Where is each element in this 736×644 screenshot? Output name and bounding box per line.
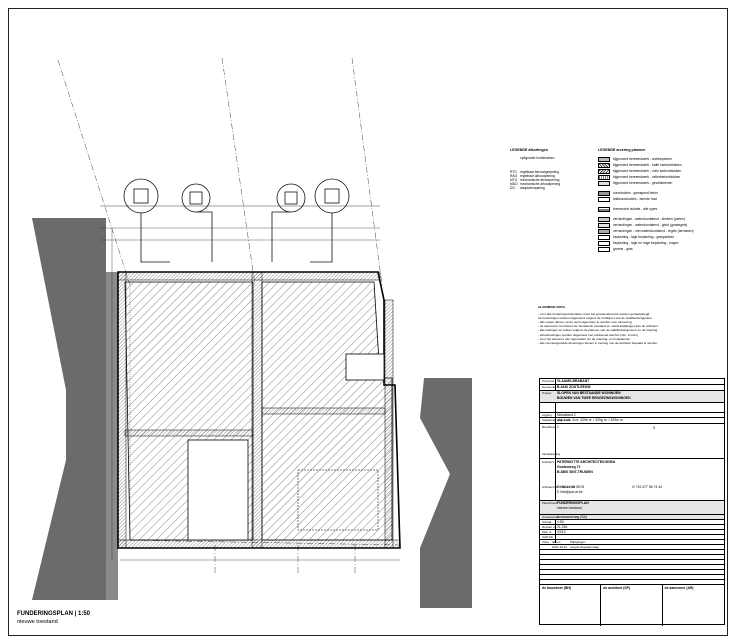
legend-hatch-row: balkkonstructies - beerde hout — [598, 196, 657, 202]
drawing-title: FUNDERINGSPLAN | 1:50 — [17, 611, 91, 617]
drainage-pipes — [100, 205, 380, 263]
general-notes: ALGEMENE NOTA - voor alle funderingsonde… — [538, 305, 718, 345]
tb-row-bouwheer: Bouwheer 1 handtekening S — [540, 424, 724, 459]
tb-row-fase: Ontwerpfase bouwaanvraag (BA) — [540, 515, 724, 520]
tb-row-spacer — [540, 403, 724, 413]
tb-revision-row-empty — [540, 575, 724, 580]
tb-row-provincie: Provincie VLAAMS-BRABANT — [540, 379, 724, 385]
notes-line: - alle leidingen en putten volgens de pl… — [538, 328, 658, 333]
tb-row-kadaster: Kadastrale gegevens afd. 1 sie. A nr. 42… — [540, 418, 724, 424]
tb-revision-row-empty — [540, 580, 724, 585]
legend-swatch — [598, 240, 610, 246]
tb-row-schaal: Schaal 1:50 — [540, 520, 724, 525]
tb-row-cad: CAD-file — [540, 535, 724, 540]
legend-abbr-code: MAO — [510, 182, 518, 186]
sump-pit — [297, 469, 379, 531]
tb-revision-row-empty — [540, 560, 724, 565]
title-block: Provincie VLAAMS-BRABANT Gemeente B-3440… — [539, 378, 725, 626]
notes-line: - de aannemer controleert de bestaande t… — [538, 324, 658, 329]
legend-hatch-row: thermische isolatie - alle types — [598, 206, 657, 212]
tb-row-ligging: Ligging Nieuwland 2 — [540, 413, 724, 418]
legend-swatch — [598, 180, 610, 186]
legend-abbreviations-header: LEGENDE afkortingen — [510, 148, 548, 152]
tb-bouwheer-mark: S — [653, 426, 656, 430]
legend-hatch-row: verhardingen - niet waterdoorlatend - te… — [598, 228, 694, 234]
tb-revision-row-empty — [540, 555, 724, 560]
legend-swatch — [598, 222, 610, 228]
legend-abbr-code: RAO — [510, 174, 518, 178]
tb-revision-row-empty — [540, 565, 724, 570]
signature-aannemer: de aannemer (AR) — [664, 586, 694, 590]
legend-swatch — [598, 228, 610, 234]
legend-swatch — [598, 206, 610, 212]
tb-row-architect: Architect PATERNOTTE ARCHITECTEN BVBA Go… — [540, 459, 724, 501]
legend-swatch — [598, 174, 610, 180]
legend-abbr-item: regelbaar alhoudpening — [520, 174, 555, 178]
legend-hatch-row: beplanting - lage en hoge beplanting - h… — [598, 240, 678, 246]
signature-bouwheer: de bouwheer (BH) — [540, 585, 602, 626]
legend-swatch — [598, 162, 610, 168]
legend-abbr-item: opfiguratie hoekmarken — [520, 156, 555, 160]
neighbour-building-right — [420, 378, 472, 608]
neighbour-building-left — [32, 218, 106, 600]
legend-hatch-row: bijgevoerd bereemdwerk - cellenbetonblok… — [598, 174, 680, 180]
tb-revision-header: index datum Wijzigingen — [540, 540, 724, 545]
legend-swatch — [598, 190, 610, 196]
tb-row-plan: Planinhoud FUNDERINGSPLAN nieuwe toestan… — [540, 501, 724, 515]
foundation-beams — [117, 271, 401, 549]
legend-abbr-code: RTO — [510, 170, 517, 174]
tb-row-project: Project SLOPEN VAN BESTAANDE WONINGEN BO… — [540, 391, 724, 403]
tb-row-dossier: Dossier nr 21.264 — [540, 525, 724, 530]
legend-swatch — [598, 234, 610, 240]
legend-hatch-row: groene - gras — [598, 246, 633, 252]
signature-architect: de architect (SP) — [601, 585, 663, 626]
legend-hatch-row: bijgevoerd bereemdwerk - snelbeperken — [598, 156, 672, 162]
legend-hatch-row: verhardingen - waterdoorlatend - klinker… — [598, 216, 685, 222]
legend-swatch — [598, 216, 610, 222]
legend-swatch — [598, 156, 610, 162]
legend-abbr-code: DO — [510, 186, 515, 190]
legend-abbr-item: mechanische afvoerpening — [520, 178, 560, 182]
tb-revision-row-empty — [540, 570, 724, 575]
open-area-right — [345, 353, 385, 381]
tb-row-plan-nr: Plan nr 03/13 — [540, 530, 724, 535]
notes-line: - voor het afvoeren van regenwater zie d… — [538, 336, 631, 341]
drawing-sheet-border — [8, 8, 728, 636]
legend-abbr-code: MTO — [510, 178, 518, 182]
legend-hatch-row: bijgevoerd bereemdwerk - halfe karbonblo… — [598, 162, 682, 168]
notes-line: - afvoerleidingen worden uitgevoerd met … — [538, 332, 639, 337]
drawing-subtitle: nieuwe toestand — [17, 619, 58, 625]
legend-hatching: bijgevoerd bereemdwerk - snelbeperken bi… — [598, 156, 728, 268]
legend-abbr-item: dauplatronparing — [520, 186, 545, 190]
legend-swatch — [598, 168, 610, 174]
legend-hatch-row: bijgevoerd bereemdwerk - gevelisteenen — [598, 180, 672, 186]
dimension-lines — [100, 227, 400, 561]
title-block-column-divider — [555, 379, 556, 543]
tb-row-gemeente: Gemeente B-3440 ZOUTLEEUW — [540, 385, 724, 391]
legend-hatch-row: verhardingen - waterdoorlatend - grind (… — [598, 222, 687, 228]
open-area-left — [187, 439, 249, 541]
legend-abbr-item: mechanische alhoudpening — [520, 182, 561, 186]
legend-abbr-item: regelbaar benzangmpeling — [520, 170, 560, 174]
notes-line: - alle maten dienen op de werf nagemeten… — [538, 320, 632, 325]
legend-swatch — [598, 196, 610, 202]
legend-hatch-row: constructies - gewapend beton — [598, 190, 658, 196]
legend-hatch-row: beplanting - lage beplanting - graspseiz… — [598, 234, 674, 240]
legend-hatching-header: LEGENDE arcering plannen — [598, 148, 646, 152]
tb-revision-row: 2021.10.22 vergunningsaanvraag — [540, 545, 724, 550]
notes-header: ALGEMENE NOTA — [538, 305, 565, 309]
legend-hatch-row: bijgevoerd bereemdwerk - volle karbonblo… — [598, 168, 681, 174]
tb-revision-row-empty — [540, 550, 724, 555]
manholes — [123, 178, 350, 214]
notes-line: de funderingen worden uitgevoerd volgens… — [538, 316, 653, 321]
notes-line: - alle niet aangeduide afmetingen dienen… — [538, 340, 658, 345]
tb-signatures: de bouwheer (BH) de architect (SP) de aa… — [540, 585, 724, 626]
notes-line: - voor alle funderingsonderdelen moet he… — [538, 312, 650, 317]
legend-swatch — [598, 246, 610, 252]
